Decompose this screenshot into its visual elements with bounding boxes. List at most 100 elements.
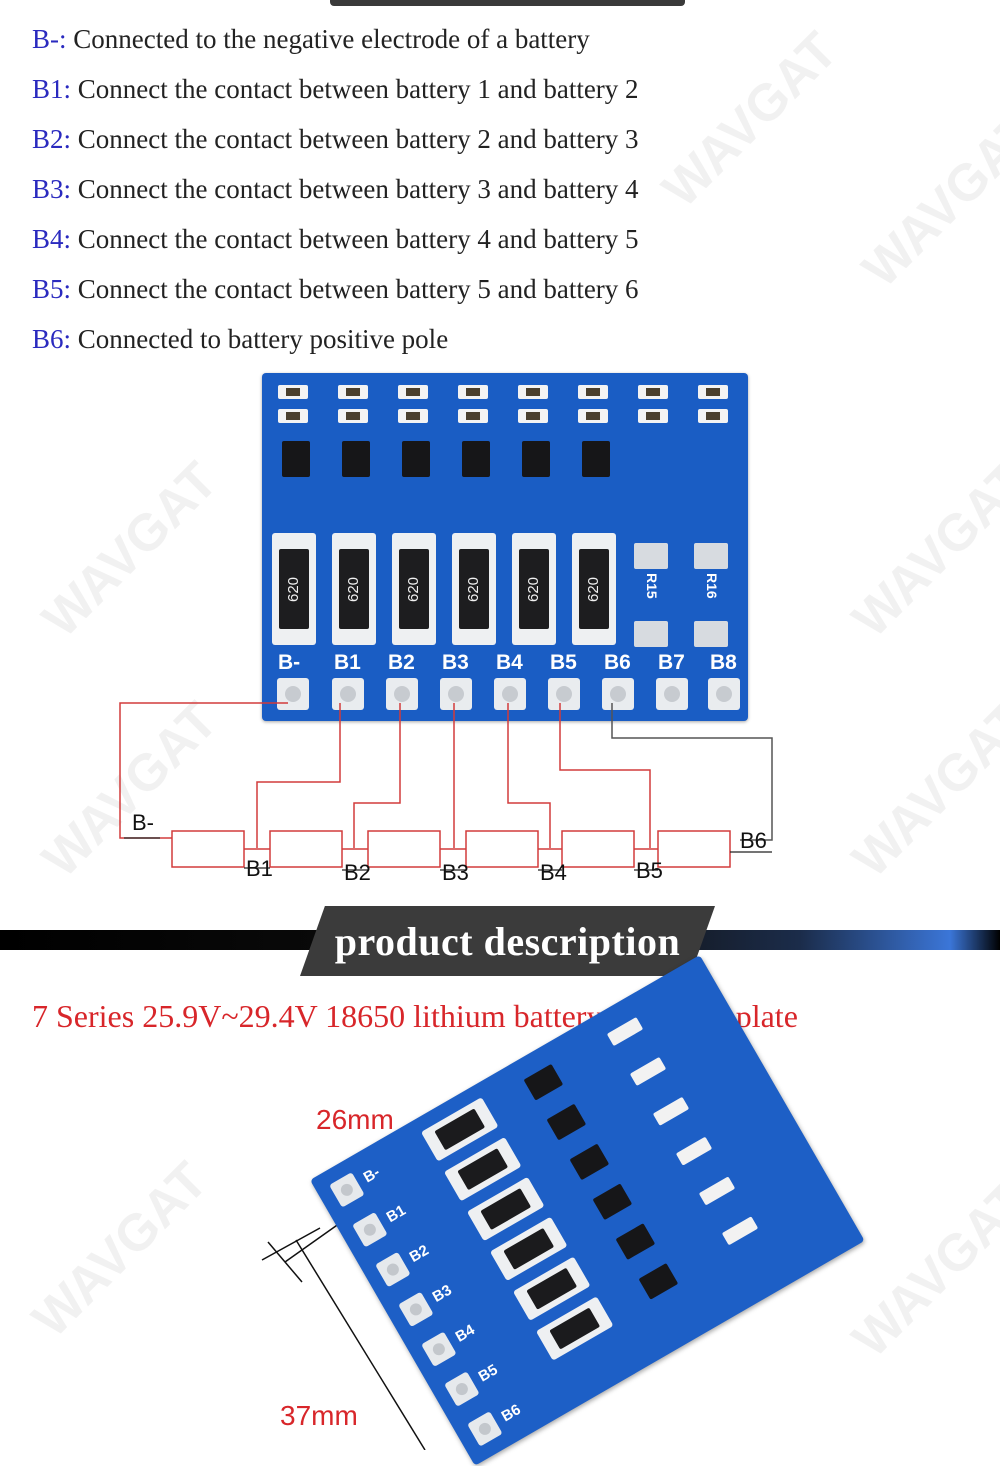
- pin-description: Connected to the negative electrode of a…: [66, 24, 590, 54]
- board-photo: 620 620 620 620 620 620 R15 R16 B- B1 B2…: [262, 373, 748, 721]
- smd-component: [629, 1056, 667, 1087]
- connection-pad: [494, 678, 526, 710]
- pin-description: Connect the contact between battery 2 an…: [71, 124, 639, 154]
- pin-code: B5:: [32, 274, 72, 304]
- resistor: 620: [392, 533, 436, 645]
- connection-pad: [386, 678, 418, 710]
- watermark: WAVGAT: [651, 21, 849, 219]
- solder-pad: [694, 621, 728, 647]
- smd-component: [458, 409, 488, 423]
- resistor: 620: [272, 533, 316, 645]
- resistor-code: 620: [525, 576, 542, 602]
- resistor-body: 620: [399, 549, 429, 629]
- diagram-label: B-: [132, 810, 154, 835]
- pin-code: B2:: [32, 124, 72, 154]
- smd-component: [278, 385, 308, 399]
- width-dimension: 26mm: [316, 1104, 394, 1135]
- connection-pad: [277, 678, 309, 710]
- connection-pad: [398, 1291, 434, 1328]
- smd-component: [578, 385, 608, 399]
- pin-description: Connect the contact between battery 1 an…: [71, 74, 639, 104]
- smd-component: [278, 409, 308, 423]
- pin-description-list: B-: Connected to the negative electrode …: [32, 20, 639, 370]
- ic-chip: [638, 1263, 679, 1300]
- resistor-code: 620: [405, 576, 422, 602]
- ic-chip: [582, 441, 610, 477]
- resistor-code: 620: [285, 576, 302, 602]
- pin-label: B3: [429, 1281, 455, 1306]
- ic-chip: [615, 1223, 656, 1260]
- smd-component: [398, 409, 428, 423]
- resistor-code: 620: [585, 576, 602, 602]
- watermark: WAVGAT: [851, 101, 1000, 299]
- smd-component: [638, 385, 668, 399]
- diagram-label: B4: [540, 860, 567, 885]
- smd-component: [398, 385, 428, 399]
- connection-pad: [352, 1211, 388, 1248]
- resistor: 620: [572, 533, 616, 645]
- resistor-body: 620: [279, 549, 309, 629]
- ic-chip: [546, 1103, 587, 1141]
- solder-pad: [634, 621, 668, 647]
- pin-description-row: B1: Connect the contact between battery …: [32, 70, 639, 120]
- pin-description: Connect the contact between battery 4 an…: [71, 224, 639, 254]
- resistor: 620: [452, 533, 496, 645]
- section-title: product description: [334, 919, 681, 964]
- pin-label: B5: [475, 1361, 501, 1386]
- pin-description-row: B3: Connect the contact between battery …: [32, 170, 639, 220]
- resistor-label: R15: [644, 573, 660, 599]
- smd-component: [458, 385, 488, 399]
- diagram-label: B6: [740, 828, 767, 853]
- pin-code: B4:: [32, 224, 72, 254]
- connection-pad: [656, 678, 688, 710]
- connection-pad: [440, 678, 472, 710]
- connection-pad: [444, 1371, 480, 1407]
- pin-label: B1: [383, 1201, 409, 1227]
- ic-chip: [523, 1063, 564, 1101]
- resistor-body: 620: [519, 549, 549, 629]
- pin-description-row: B4: Connect the contact between battery …: [32, 220, 639, 270]
- pin-label: B-: [278, 651, 301, 674]
- solder-pad: [694, 543, 728, 569]
- smd-component: [698, 1176, 736, 1206]
- pin-label: B1: [334, 651, 361, 674]
- resistor: 620: [332, 533, 376, 645]
- pin-code: B3:: [32, 174, 72, 204]
- smd-component: [638, 409, 668, 423]
- pin-label: B5: [550, 651, 577, 674]
- smd-component: [721, 1216, 759, 1246]
- connection-pad: [467, 1411, 503, 1447]
- ic-chip: [282, 441, 310, 477]
- pin-code: B6:: [32, 324, 72, 354]
- ic-chip: [592, 1183, 633, 1221]
- pin-label: B2: [388, 651, 415, 674]
- pin-label: B8: [710, 651, 737, 674]
- resistor-body: 620: [339, 549, 369, 629]
- connection-pad: [329, 1172, 365, 1208]
- smd-component: [338, 385, 368, 399]
- ic-chip: [462, 441, 490, 477]
- pin-description: Connect the contact between battery 3 an…: [71, 174, 639, 204]
- pin-description: Connected to battery positive pole: [71, 324, 449, 354]
- resistor-body: 620: [459, 549, 489, 629]
- smd-component: [518, 385, 548, 399]
- pin-label: B-: [360, 1163, 383, 1187]
- top-decorative-bar: [330, 0, 685, 6]
- ic-chip: [342, 441, 370, 477]
- resistor-code: 620: [465, 576, 482, 602]
- connection-pad: [708, 678, 740, 710]
- ic-chip: [522, 441, 550, 477]
- connection-pad: [332, 678, 364, 710]
- banner-plate: [300, 906, 715, 976]
- connection-pad: [375, 1251, 411, 1288]
- pin-code: B-:: [32, 24, 67, 54]
- solder-pad: [634, 543, 668, 569]
- diagram-label: B1: [246, 856, 273, 881]
- connection-pad: [421, 1331, 457, 1367]
- wiring-diagram: B- B1 B2 B3 B4 B5 B6: [119, 702, 773, 885]
- smd-component: [606, 1017, 644, 1047]
- pin-label: B3: [442, 651, 469, 674]
- resistor-code: 620: [345, 576, 362, 602]
- pin-description-row: B5: Connect the contact between battery …: [32, 270, 639, 320]
- smd-component: [675, 1136, 713, 1166]
